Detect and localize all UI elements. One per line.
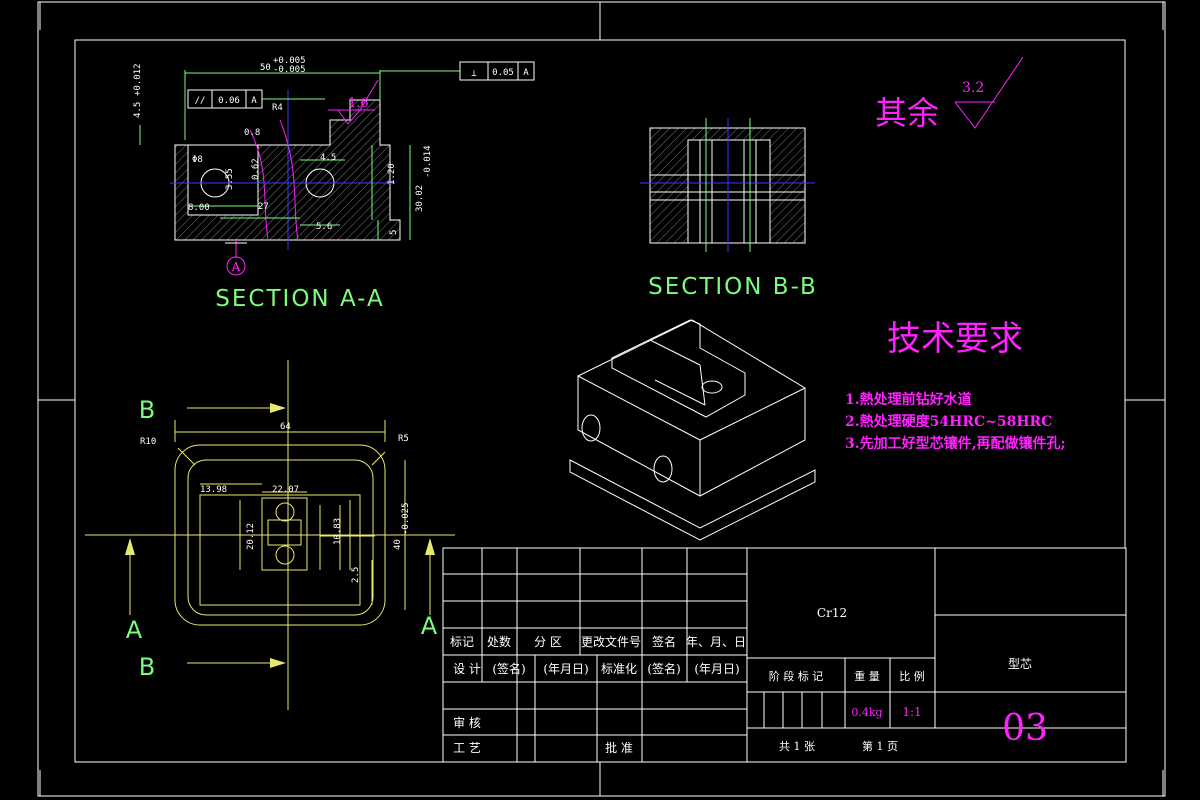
section-a-marker: A bbox=[231, 260, 241, 274]
section-a-title: SECTION A-A bbox=[215, 286, 384, 312]
dim-50: 50 bbox=[260, 63, 271, 73]
isometric-view bbox=[569, 319, 816, 541]
scale-value: 1:1 bbox=[902, 705, 921, 719]
dim-30-tol: -0.014 bbox=[423, 145, 433, 178]
dim-r4: R4 bbox=[272, 103, 283, 113]
process-label: 工 艺 bbox=[453, 741, 481, 755]
tech-req-item-1: 1.熱处理前钻好水道 bbox=[845, 391, 972, 408]
dim-phi8: Φ8 bbox=[192, 155, 203, 165]
dim-10-83: 10.83 bbox=[333, 518, 343, 545]
dim-50-tol-upper: +0.005 bbox=[273, 56, 306, 66]
dim-8: 8.00 bbox=[188, 203, 210, 213]
dim-0-62: 0.62 bbox=[251, 158, 261, 180]
dim-r10: R10 bbox=[140, 437, 156, 447]
header-sign: 签名 bbox=[652, 634, 676, 649]
dim-40: 40 bbox=[393, 539, 403, 550]
perp-symbol: ⊥ bbox=[471, 69, 477, 79]
view-marker-b-bottom: B bbox=[139, 653, 157, 681]
dim-1-20: 1.20 bbox=[387, 163, 397, 185]
dim-27: 27 bbox=[258, 202, 269, 212]
dim-30: 30.02 bbox=[415, 185, 425, 212]
dim-r5: R5 bbox=[398, 434, 409, 444]
header-zone: 分 区 bbox=[534, 635, 562, 649]
dim-20-12: 20.12 bbox=[246, 523, 256, 550]
section-a-view: A bbox=[139, 70, 411, 276]
approve-label: 批 准 bbox=[605, 740, 633, 755]
header-count: 处数 bbox=[487, 634, 511, 649]
design-sign: (签名) bbox=[492, 661, 525, 676]
view-marker-b-top: B bbox=[139, 396, 157, 424]
roughness-local: 1.6 bbox=[348, 96, 369, 111]
scale-label: 比 例 bbox=[899, 669, 925, 683]
material: Cr12 bbox=[817, 606, 847, 620]
section-b-title: SECTION B-B bbox=[648, 274, 818, 300]
design-label: 设 计 bbox=[453, 662, 481, 676]
stage-mark-label: 阶 段 标 记 bbox=[769, 669, 824, 683]
dim-5: 5 bbox=[389, 230, 399, 235]
dim-50-tol-lower: -0.005 bbox=[273, 65, 306, 75]
section-b-view bbox=[640, 118, 815, 252]
perp-datum: A bbox=[523, 68, 529, 78]
standard-label: 标准化 bbox=[601, 662, 637, 676]
header-change-doc: 更改文件号 bbox=[581, 634, 641, 649]
tech-req-title: 技术要求 bbox=[887, 319, 1023, 359]
total-sheets: 共 1 张 bbox=[779, 740, 815, 753]
perpendicularity-frame: ⊥ 0.05 A bbox=[380, 61, 535, 81]
review-label: 审 核 bbox=[453, 715, 481, 730]
design-date: (年月日) bbox=[543, 662, 588, 676]
weight-value: 0.4kg bbox=[851, 706, 882, 719]
drawing-number: 03 bbox=[1002, 708, 1048, 749]
roughness-label: 其余 bbox=[875, 94, 939, 132]
roughness-value: 3.2 bbox=[962, 80, 984, 96]
part-name: 型芯 bbox=[1008, 657, 1032, 671]
title-block bbox=[442, 547, 1127, 763]
dim-h4-5: 4.5 bbox=[133, 102, 143, 118]
view-marker-a-right: A bbox=[421, 612, 439, 640]
dim-2-5: 2.5 bbox=[351, 567, 361, 583]
dim-0-8: 0.8 bbox=[244, 128, 260, 138]
view-marker-a-left: A bbox=[126, 616, 144, 644]
dim-3-55: 3.55 bbox=[225, 168, 235, 190]
par-value: 0.06 bbox=[218, 96, 240, 106]
standard-sign: (签名) bbox=[647, 661, 680, 676]
weight-label: 重 量 bbox=[854, 669, 880, 683]
parallelism-frame: // 0.06 A bbox=[187, 89, 325, 109]
standard-date: (年月日) bbox=[694, 662, 739, 676]
tech-req-item-2: 2.熱处理硬度54HRC~58HRC bbox=[845, 413, 1052, 430]
dim-40-tol: -0.025 bbox=[401, 502, 411, 535]
header-date: 年、月、日 bbox=[686, 635, 746, 649]
perp-value: 0.05 bbox=[492, 68, 514, 78]
tech-req-item-3: 3.先加工好型芯镶件,再配做镶件孔; bbox=[845, 435, 1066, 452]
dim-22-07: 22.07 bbox=[272, 485, 299, 495]
par-symbol: // bbox=[195, 96, 206, 106]
dim-h4-5-tol: +0.012 bbox=[133, 63, 143, 96]
par-datum: A bbox=[251, 96, 257, 106]
roughness-general: 其余 3.2 bbox=[875, 56, 1024, 132]
top-view bbox=[85, 360, 455, 710]
dim-4-5: 4.5 bbox=[320, 153, 336, 163]
sheet-number: 第 1 页 bbox=[862, 739, 898, 753]
header-mark: 标记 bbox=[450, 635, 474, 649]
dim-13-98: 13.98 bbox=[200, 485, 227, 495]
dim-5-6: 5.6 bbox=[316, 222, 332, 232]
dim-64: 64 bbox=[280, 422, 291, 432]
